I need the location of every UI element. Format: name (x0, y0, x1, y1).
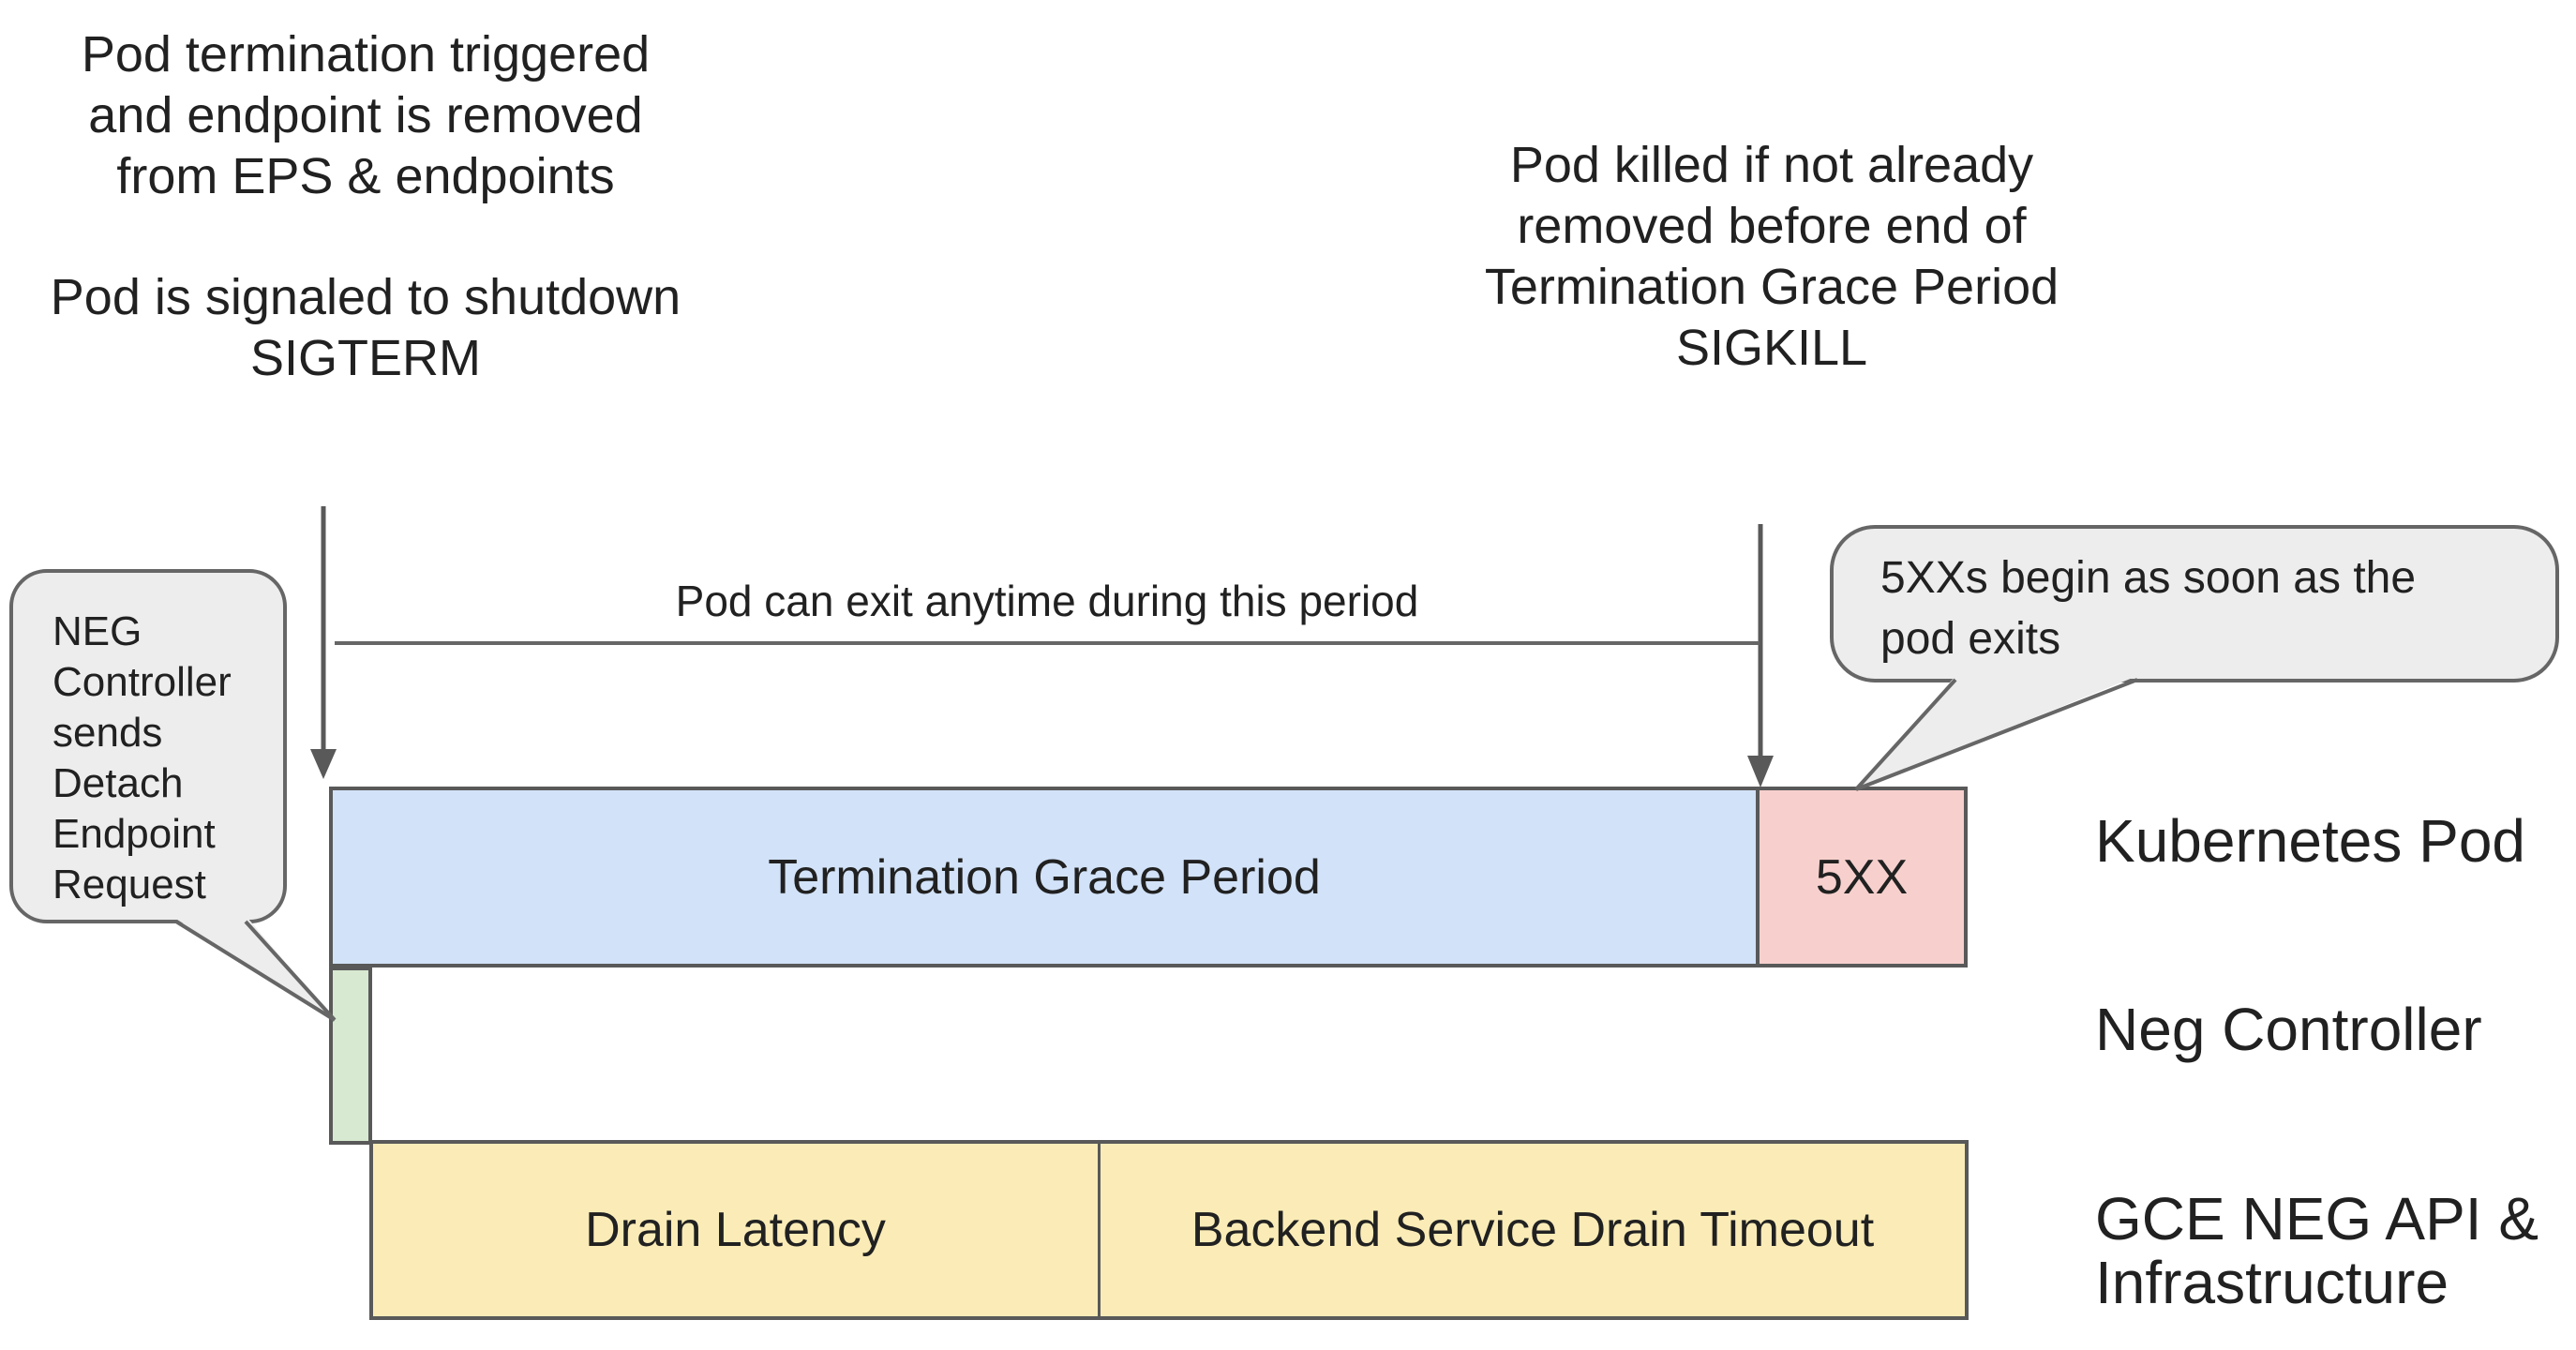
row-label-gce-line2: Infrastructure (2095, 1249, 2449, 1316)
row-label-neg-controller: Neg Controller (2095, 996, 2482, 1063)
pod-termination-note-para1: Pod termination triggered and endpoint i… (37, 24, 694, 207)
note-line: removed before end of (1517, 198, 2027, 254)
note-line: Pod killed if not already (1509, 137, 2034, 193)
callout-line: Endpoint (52, 811, 216, 857)
callout-line: Request (52, 862, 206, 908)
note-line: SIGTERM (249, 330, 481, 386)
drain-timeout-label: Backend Service Drain Timeout (1191, 1203, 1875, 1257)
callout-line: NEG (52, 608, 142, 654)
pod-killed-note: Pod killed if not already removed before… (1397, 135, 2147, 379)
row-label-gce-line1: GCE NEG API & (2095, 1185, 2539, 1252)
note-line: and endpoint is removed (88, 87, 643, 143)
five-xx-callout: 5XXs begin as soon as the pod exits (1830, 525, 2559, 682)
note-line: Pod is signaled to shutdown (50, 269, 681, 325)
drain-latency-segment: Drain Latency (373, 1144, 1101, 1316)
five-xx-label: 5XX (1815, 849, 1909, 905)
drain-timeout-segment: Backend Service Drain Timeout (1101, 1144, 1965, 1316)
sigkill-arrow (1747, 524, 1774, 788)
callout-line: Detach (52, 760, 184, 806)
neg-controller-detach-segment (329, 967, 372, 1145)
note-line: SIGKILL (1675, 320, 1868, 376)
exit-period-label: Pod can exit anytime during this period (675, 577, 1419, 625)
callout-line: Controller (52, 659, 232, 705)
note-line: Pod termination triggered (81, 26, 651, 82)
five-xx-segment: 5XX (1760, 790, 1964, 964)
termination-grace-period-label: Termination Grace Period (768, 849, 1321, 905)
callout-line: 5XXs begin as soon as the (1880, 553, 2417, 603)
row-label-kubernetes-pod: Kubernetes Pod (2095, 807, 2525, 875)
sigterm-arrow (310, 506, 337, 779)
pod-signaled-note: Pod is signaled to shutdown SIGTERM (37, 267, 694, 389)
five-xx-callout-tail (1854, 676, 2138, 791)
drain-latency-label: Drain Latency (585, 1203, 886, 1257)
neg-controller-callout: NEG Controller sends Detach Endpoint Req… (9, 569, 287, 923)
callout-line: pod exits (1880, 614, 2061, 664)
termination-grace-period-segment: Termination Grace Period (333, 790, 1760, 964)
callout-line: sends (52, 710, 163, 756)
note-line: from EPS & endpoints (116, 148, 615, 204)
note-line: Termination Grace Period (1484, 259, 2059, 315)
neg-controller-callout-tail (174, 918, 337, 1022)
gce-infrastructure-bar: Drain Latency Backend Service Drain Time… (369, 1140, 1969, 1320)
kubernetes-pod-bar: Termination Grace Period 5XX (329, 787, 1968, 968)
pod-termination-note: Pod termination triggered and endpoint i… (37, 24, 694, 389)
row-label-gce: GCE NEG API & Infrastructure (2095, 1187, 2539, 1314)
